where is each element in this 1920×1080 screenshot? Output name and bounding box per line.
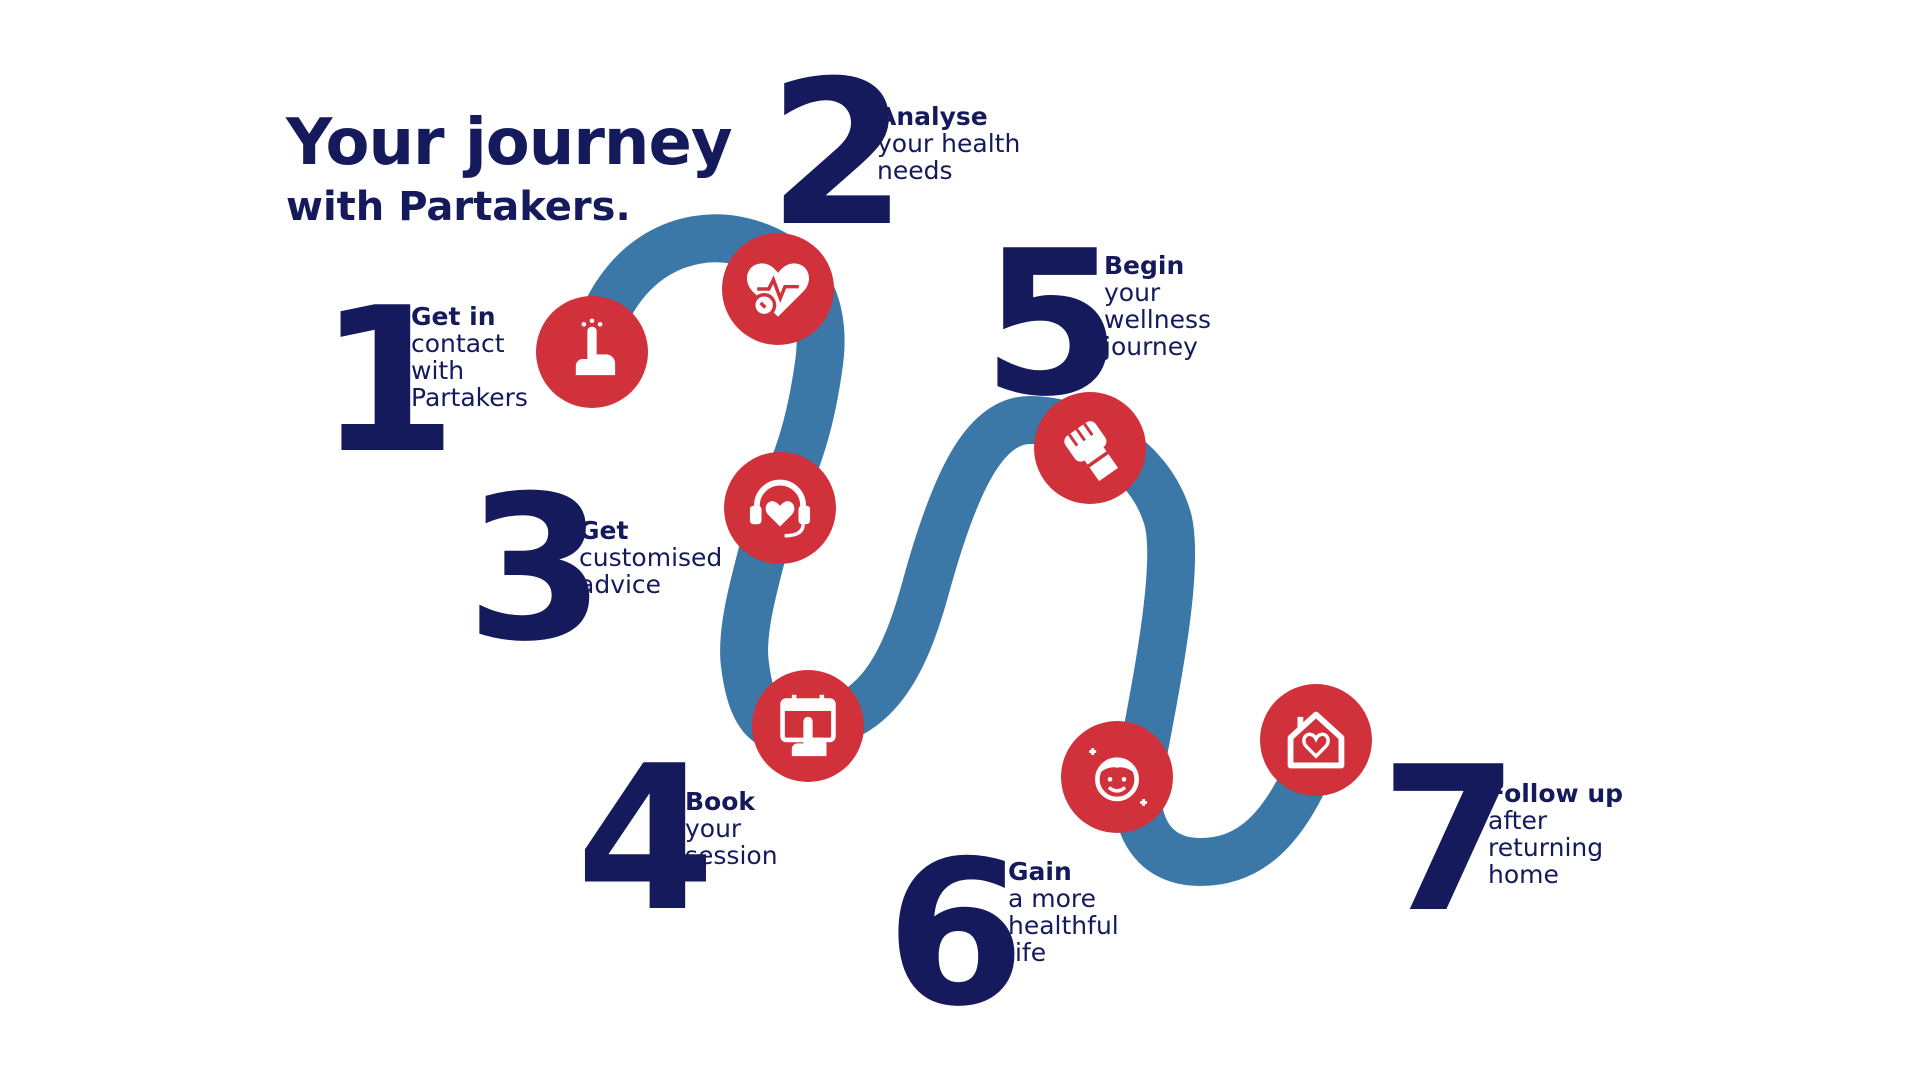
heart-pulse-icon — [747, 263, 809, 318]
page-subtitle: with Partakers. — [286, 184, 631, 230]
step-4-number: 4 — [576, 723, 715, 956]
headset-heart-icon — [749, 479, 811, 538]
step-1-description: contact with Partakers — [411, 329, 528, 412]
step-5-number: 5 — [982, 208, 1121, 441]
step-3-description: customised advice — [579, 543, 723, 599]
step-2-badge — [722, 233, 834, 345]
page-title: Your journey — [286, 106, 733, 180]
step-2-description: your health needs — [877, 129, 1021, 185]
step-7-text: Follow up after returning home — [1488, 780, 1623, 888]
hand-tap-icon — [575, 318, 616, 376]
step-4-lead: Book — [685, 787, 756, 816]
step-2-text: Analyse your health needs — [877, 103, 1020, 184]
step-6-text: Gain a more healthful life — [1008, 858, 1119, 966]
step-3-number: 3 — [466, 453, 605, 686]
step-5-description: your wellness journey — [1104, 278, 1211, 361]
step-7-lead: Follow up — [1488, 779, 1624, 808]
happy-face-icon — [1089, 748, 1148, 806]
step-5-text: Begin your wellness journey — [1104, 252, 1211, 360]
step-4-description: your session — [685, 814, 778, 870]
step-5-lead: Begin — [1104, 251, 1185, 280]
step-1-lead: Get in — [411, 302, 496, 331]
step-7-number: 7 — [1380, 724, 1519, 957]
step-4-badge — [752, 670, 864, 782]
step-3-badge — [724, 452, 836, 564]
home-heart-icon — [1287, 711, 1345, 769]
step-2-lead: Analyse — [877, 102, 988, 131]
step-6-badge — [1061, 721, 1173, 833]
step-7-description: after returning home — [1488, 806, 1604, 889]
calendar-tap-icon — [780, 694, 836, 757]
step-1-badge — [536, 296, 648, 408]
step-1-number: 1 — [318, 265, 457, 498]
fist-icon — [1064, 421, 1119, 482]
step-6-description: a more healthful life — [1008, 884, 1119, 967]
step-2-number: 2 — [768, 38, 907, 271]
step-5-badge — [1034, 392, 1146, 504]
step-6-number: 6 — [886, 818, 1025, 1051]
step-3-lead: Get — [579, 516, 629, 545]
step-4-text: Book your session — [685, 788, 778, 869]
step-1-text: Get in contact with Partakers — [411, 303, 528, 411]
step-7-badge — [1260, 684, 1372, 796]
step-6-lead: Gain — [1008, 857, 1072, 886]
step-3-text: Get customised advice — [579, 517, 722, 598]
